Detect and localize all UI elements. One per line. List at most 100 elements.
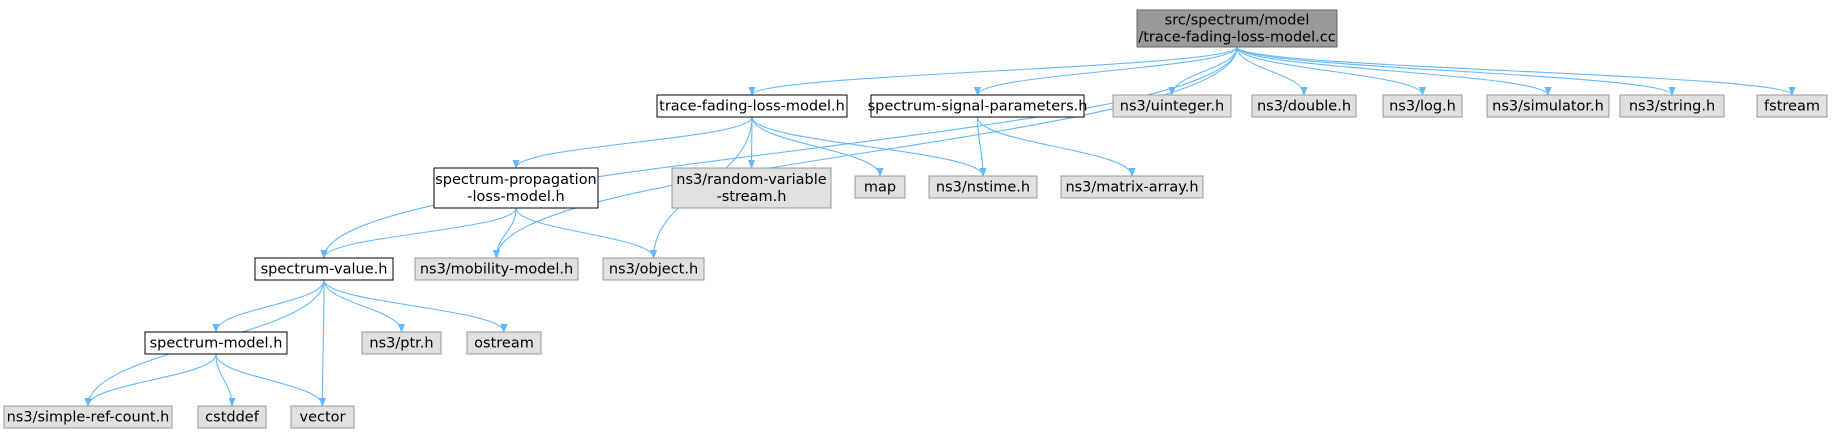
nodes-layer: src/spectrum/model/trace-fading-loss-mod… bbox=[3, 9, 1828, 429]
node-label: ns3/uinteger.h bbox=[1120, 99, 1224, 115]
edge-ssp_h-to-nstime bbox=[976, 116, 987, 177]
node-box bbox=[1486, 94, 1610, 118]
node-label: -stream.h bbox=[717, 189, 787, 205]
node-box bbox=[1060, 175, 1204, 199]
node-simulator[interactable]: ns3/simulator.h bbox=[1486, 94, 1610, 118]
edge-sm_h-to-vector bbox=[215, 353, 327, 407]
node-box bbox=[290, 405, 355, 429]
node-label: spectrum-model.h bbox=[150, 336, 283, 352]
node-label: /trace-fading-loss-model.cc bbox=[1138, 30, 1335, 46]
node-ssp_h[interactable]: spectrum-signal-parameters.h bbox=[868, 94, 1088, 118]
node-box bbox=[870, 94, 1085, 118]
node-box bbox=[1112, 94, 1232, 118]
node-box bbox=[1619, 94, 1725, 118]
node-label: src/spectrum/model bbox=[1165, 13, 1310, 29]
node-label: ns3/nstime.h bbox=[936, 180, 1030, 196]
edge-sv_h-to-ostream bbox=[323, 279, 508, 333]
edge-root-to-simulator bbox=[1236, 46, 1552, 96]
edge-tflm_h-to-nstime bbox=[751, 116, 987, 177]
node-uinteger[interactable]: ns3/uinteger.h bbox=[1112, 94, 1232, 118]
node-label: fstream bbox=[1764, 99, 1820, 115]
node-rvs[interactable]: ns3/random-variable-stream.h bbox=[671, 167, 832, 209]
node-mobility[interactable]: ns3/mobility-model.h bbox=[414, 257, 579, 281]
edge-tflm_h-to-splm_h bbox=[512, 116, 753, 169]
node-root[interactable]: src/spectrum/model/trace-fading-loss-mod… bbox=[1136, 9, 1338, 48]
edge-root-to-uinteger bbox=[1168, 46, 1238, 96]
node-ptr[interactable]: ns3/ptr.h bbox=[361, 331, 442, 355]
node-box bbox=[144, 331, 288, 355]
edge-root-to-log bbox=[1236, 46, 1427, 96]
edge-tflm_h-to-map bbox=[751, 116, 884, 177]
node-label: vector bbox=[300, 410, 346, 426]
node-label: spectrum-propagation bbox=[435, 172, 597, 188]
node-vector[interactable]: vector bbox=[290, 405, 355, 429]
node-label: -loss-model.h bbox=[467, 189, 564, 205]
node-label: ns3/ptr.h bbox=[369, 336, 433, 352]
node-box bbox=[656, 94, 848, 118]
node-double[interactable]: ns3/double.h bbox=[1251, 94, 1357, 118]
node-box bbox=[928, 175, 1038, 199]
node-box bbox=[671, 167, 832, 209]
node-label: map bbox=[864, 180, 896, 196]
node-box bbox=[197, 405, 267, 429]
node-label: ns3/string.h bbox=[1629, 99, 1715, 115]
node-box bbox=[602, 257, 705, 281]
edge-root-to-sv_h bbox=[320, 46, 1238, 259]
node-string[interactable]: ns3/string.h bbox=[1619, 94, 1725, 118]
node-matrix[interactable]: ns3/matrix-array.h bbox=[1060, 175, 1204, 199]
node-box bbox=[1756, 94, 1828, 118]
edge-root-to-double bbox=[1236, 46, 1308, 96]
node-label: ns3/random-variable bbox=[676, 172, 827, 188]
edge-splm_h-to-sv_h bbox=[320, 207, 517, 259]
node-box bbox=[1136, 9, 1338, 48]
node-object[interactable]: ns3/object.h bbox=[602, 257, 705, 281]
edge-root-to-string bbox=[1236, 46, 1676, 96]
node-splm_h[interactable]: spectrum-propagation-loss-model.h bbox=[433, 167, 599, 209]
node-box bbox=[433, 167, 599, 209]
node-fstream[interactable]: fstream bbox=[1756, 94, 1828, 118]
edge-sm_h-to-src bbox=[84, 353, 217, 407]
node-label: spectrum-signal-parameters.h bbox=[868, 99, 1088, 115]
edges-layer bbox=[84, 46, 1796, 407]
edge-sv_h-to-vector bbox=[318, 279, 327, 407]
edge-root-to-ssp_h bbox=[973, 46, 1238, 96]
node-label: ns3/double.h bbox=[1257, 99, 1351, 115]
node-label: ns3/object.h bbox=[609, 262, 698, 278]
node-log[interactable]: ns3/log.h bbox=[1382, 94, 1463, 118]
node-label: cstddef bbox=[205, 410, 260, 426]
node-nstime[interactable]: ns3/nstime.h bbox=[928, 175, 1038, 199]
edge-ssp_h-to-matrix bbox=[976, 116, 1136, 177]
node-sv_h[interactable]: spectrum-value.h bbox=[254, 257, 394, 281]
node-label: ns3/simulator.h bbox=[1492, 99, 1604, 115]
node-box bbox=[466, 331, 542, 355]
node-label: trace-fading-loss-model.h bbox=[659, 99, 845, 115]
edge-root-to-tflm_h bbox=[748, 46, 1238, 96]
edge-root-to-mobility bbox=[492, 46, 1238, 259]
node-box bbox=[1251, 94, 1357, 118]
node-label: spectrum-value.h bbox=[261, 262, 388, 278]
edge-root-to-fstream bbox=[1236, 46, 1796, 96]
node-box bbox=[854, 175, 906, 199]
node-src[interactable]: ns3/simple-ref-count.h bbox=[3, 405, 173, 429]
edge-splm_h-to-object bbox=[515, 207, 658, 259]
node-label: ns3/simple-ref-count.h bbox=[7, 410, 170, 426]
node-box bbox=[1382, 94, 1463, 118]
node-box bbox=[3, 405, 173, 429]
edge-sv_h-to-ptr bbox=[323, 279, 406, 333]
node-label: ns3/log.h bbox=[1389, 99, 1456, 115]
node-box bbox=[254, 257, 394, 281]
node-label: ns3/mobility-model.h bbox=[420, 262, 573, 278]
node-label: ostream bbox=[474, 336, 534, 352]
edge-splm_h-to-mobility bbox=[492, 207, 517, 259]
node-ostream[interactable]: ostream bbox=[466, 331, 542, 355]
node-map[interactable]: map bbox=[854, 175, 906, 199]
node-box bbox=[414, 257, 579, 281]
node-box bbox=[361, 331, 442, 355]
node-tflm_h[interactable]: trace-fading-loss-model.h bbox=[656, 94, 848, 118]
node-label: ns3/matrix-array.h bbox=[1065, 180, 1198, 196]
node-sm_h[interactable]: spectrum-model.h bbox=[144, 331, 288, 355]
edge-sv_h-to-sm_h bbox=[212, 279, 325, 333]
node-cstddef[interactable]: cstddef bbox=[197, 405, 267, 429]
